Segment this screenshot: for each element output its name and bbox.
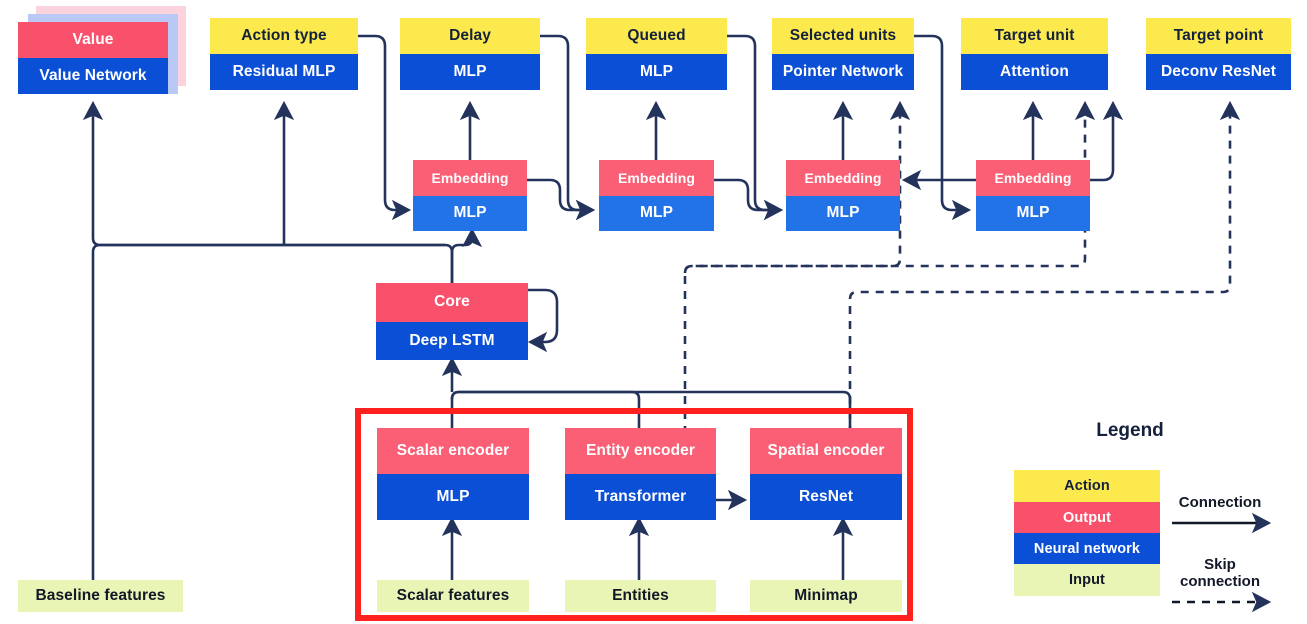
head-selected-units[interactable]: Selected units Pointer Network — [772, 18, 914, 90]
head-target-unit[interactable]: Target unit Attention — [961, 18, 1108, 90]
head-delay[interactable]: Delay MLP — [400, 18, 540, 90]
core-module[interactable]: Core Deep LSTM — [376, 283, 528, 360]
legend-swatch-output: Output — [1014, 502, 1160, 533]
input-minimap[interactable]: Minimap — [750, 580, 902, 612]
legend-connection-label: Connection — [1178, 494, 1262, 511]
encoder-scalar-network: MLP — [377, 474, 529, 520]
head-selected-units-network: Pointer Network — [772, 54, 914, 90]
embedding-queued-network: MLP — [599, 196, 714, 231]
legend-swatches: Action Output Neural network Input — [1014, 470, 1160, 596]
input-baseline-features[interactable]: Baseline features — [18, 580, 183, 612]
embedding-target-unit-action: Embedding — [976, 160, 1090, 196]
legend-title: Legend — [1096, 420, 1164, 441]
encoder-scalar[interactable]: Scalar encoder MLP — [377, 428, 529, 520]
head-queued-network: MLP — [586, 54, 727, 90]
encoder-highlight-frame — [355, 408, 913, 621]
legend-swatch-neural-network: Neural network — [1014, 533, 1160, 564]
head-queued[interactable]: Queued MLP — [586, 18, 727, 90]
legend-skip-connection-label: Skip connection — [1179, 556, 1260, 591]
encoder-spatial-action: Spatial encoder — [750, 428, 902, 474]
embedding-selected-units-action: Embedding — [786, 160, 900, 196]
head-queued-action: Queued — [586, 18, 727, 54]
embedding-queued-action: Embedding — [599, 160, 714, 196]
head-action-type-action: Action type — [210, 18, 358, 54]
embedding-selected-units[interactable]: Embedding MLP — [786, 160, 900, 231]
head-target-point-network: Deconv ResNet — [1146, 54, 1291, 90]
encoder-entity[interactable]: Entity encoder Transformer — [565, 428, 716, 520]
head-selected-units-action: Selected units — [772, 18, 914, 54]
embedding-queued[interactable]: Embedding MLP — [599, 160, 714, 231]
encoder-entity-action: Entity encoder — [565, 428, 716, 474]
embedding-target-unit[interactable]: Embedding MLP — [976, 160, 1090, 231]
head-value-action: Value — [18, 22, 168, 58]
head-value[interactable]: Value Value Network — [18, 22, 168, 94]
core-network: Deep LSTM — [376, 322, 528, 360]
encoder-scalar-action: Scalar encoder — [377, 428, 529, 474]
encoder-spatial[interactable]: Spatial encoder ResNet — [750, 428, 902, 520]
embedding-target-unit-network: MLP — [976, 196, 1090, 231]
head-target-point-action: Target point — [1146, 18, 1291, 54]
legend-swatch-input: Input — [1014, 564, 1160, 596]
head-delay-action: Delay — [400, 18, 540, 54]
embedding-delay-network: MLP — [413, 196, 527, 231]
embedding-delay-action: Embedding — [413, 160, 527, 196]
head-target-unit-action: Target unit — [961, 18, 1108, 54]
input-scalar-features[interactable]: Scalar features — [377, 580, 529, 612]
encoder-spatial-network: ResNet — [750, 474, 902, 520]
head-action-type[interactable]: Action type Residual MLP — [210, 18, 358, 90]
head-target-point[interactable]: Target point Deconv ResNet — [1146, 18, 1291, 90]
embedding-delay[interactable]: Embedding MLP — [413, 160, 527, 231]
head-delay-network: MLP — [400, 54, 540, 90]
head-target-unit-network: Attention — [961, 54, 1108, 90]
input-entities[interactable]: Entities — [565, 580, 716, 612]
head-value-network: Value Network — [18, 58, 168, 94]
encoder-entity-network: Transformer — [565, 474, 716, 520]
head-action-type-network: Residual MLP — [210, 54, 358, 90]
core-action: Core — [376, 283, 528, 322]
embedding-selected-units-network: MLP — [786, 196, 900, 231]
legend-swatch-action: Action — [1014, 470, 1160, 502]
